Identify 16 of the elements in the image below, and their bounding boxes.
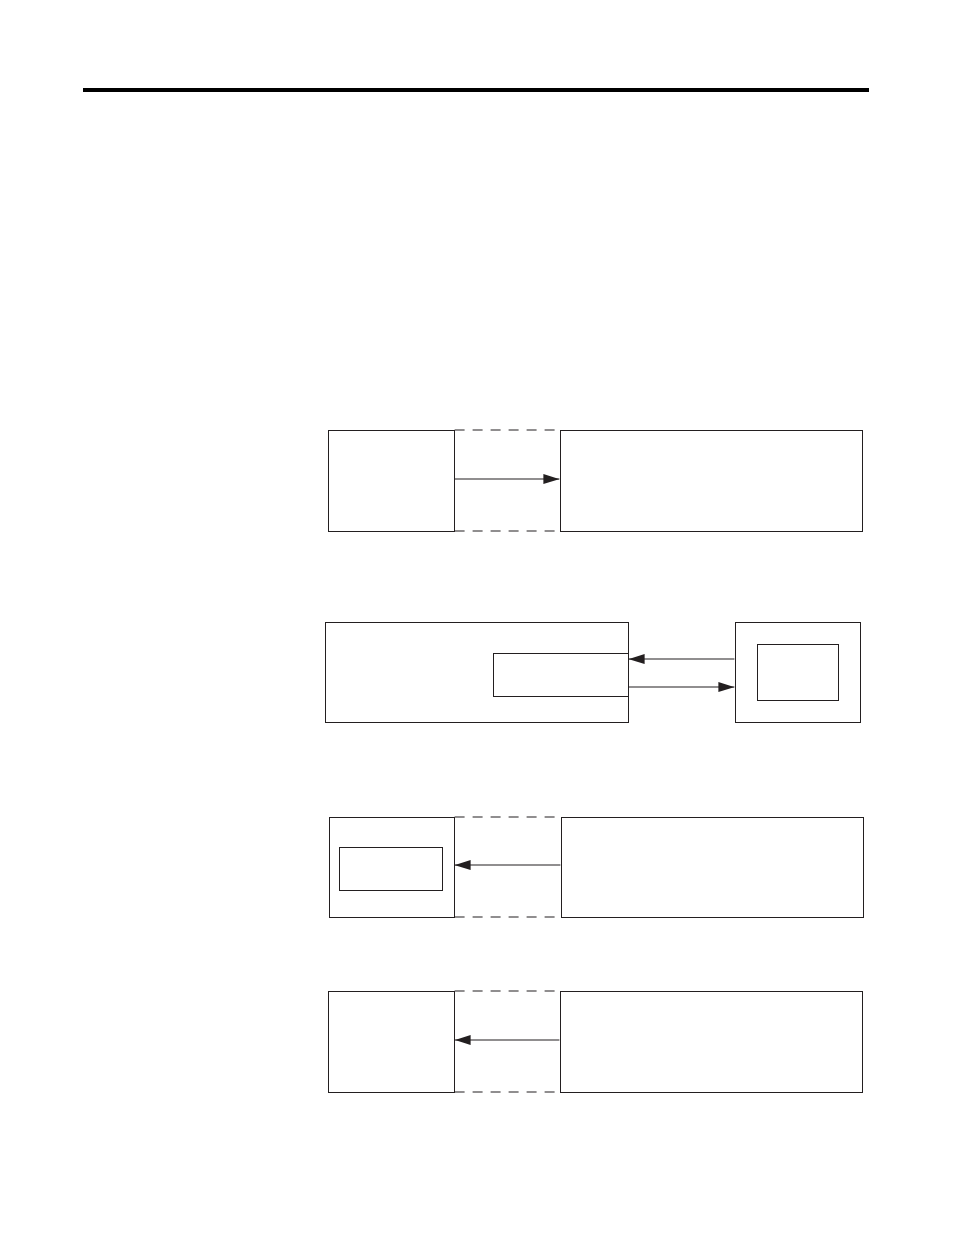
empty-box	[560, 991, 863, 1093]
empty-box	[338, 846, 443, 891]
arrow	[454, 474, 560, 484]
empty-box	[560, 430, 863, 532]
empty-box	[328, 430, 455, 532]
empty-box	[329, 817, 455, 918]
arrow	[628, 682, 735, 692]
empty-box	[328, 991, 455, 1093]
empty-box	[325, 622, 629, 723]
arrow	[454, 860, 561, 870]
arrow	[454, 1035, 560, 1045]
arrow	[628, 654, 735, 664]
empty-box	[561, 817, 864, 918]
empty-box	[735, 622, 861, 723]
empty-box	[756, 643, 839, 701]
empty-box	[492, 652, 629, 697]
